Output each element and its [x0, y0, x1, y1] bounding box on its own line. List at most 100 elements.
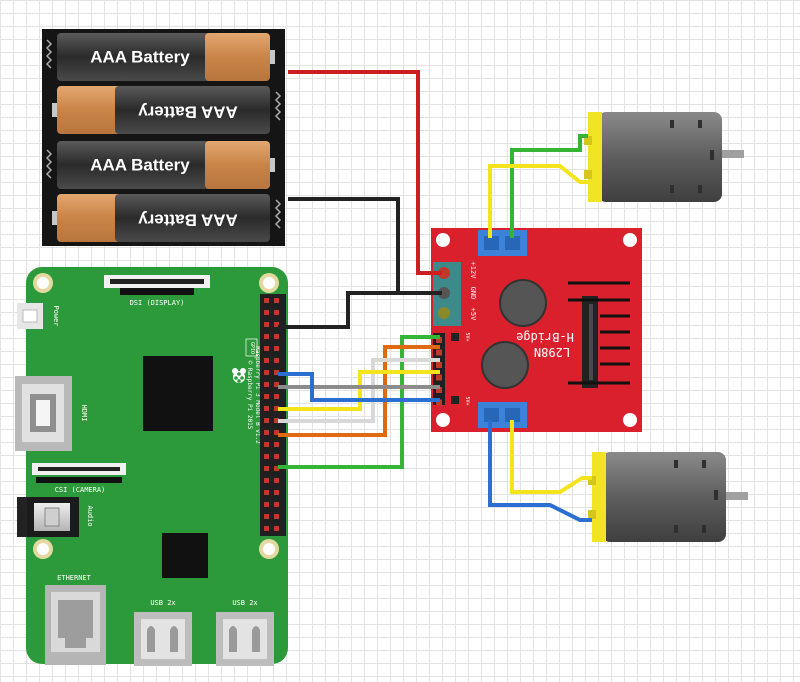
motor-b-shaft: [722, 492, 748, 500]
gpio-pin: [274, 346, 279, 351]
usb-controller-chip: [162, 533, 208, 578]
pi-pcb: [26, 267, 288, 664]
gpio-pin: [274, 478, 279, 483]
wire-battery-positive: [288, 70, 442, 275]
motor-b: [588, 452, 748, 542]
pi-model-line-1: Raspberry Pi 3 Model B v1.2: [254, 346, 261, 444]
gpio-label: GPIO: [249, 342, 255, 354]
gpio-pin: [264, 370, 269, 375]
hbridge-input-pin: [436, 337, 442, 343]
raspberry-logo: [232, 368, 246, 383]
hdmi-label: HDMI: [80, 405, 88, 422]
motor-a-endcap: [588, 112, 602, 202]
audio-label: Audio: [86, 505, 94, 526]
gpio-pin: [274, 454, 279, 459]
csi-label: CSI (CAMERA): [55, 486, 106, 494]
motor-a-terminal: [478, 230, 527, 256]
wire-motor-b-yellow: [510, 420, 592, 494]
gpio-pin: [264, 418, 269, 423]
battery-cell-4: AAA Battery: [52, 194, 270, 242]
l298n-heatsink: [568, 281, 630, 388]
motor-b-terminal: [478, 402, 527, 428]
audio-jack: Audio: [17, 497, 94, 537]
gpio-pin: [274, 490, 279, 495]
battery-label: AAA Battery: [138, 211, 238, 230]
gpio-pin: [264, 502, 269, 507]
wire-signal-white: [278, 358, 440, 423]
gpio-pin: [264, 526, 269, 531]
pin-5v-label: +5V: [469, 308, 477, 321]
gpio-pin: [264, 478, 269, 483]
ethernet-label: ETHERNET: [57, 574, 92, 582]
wire-pi-ground: [278, 291, 442, 329]
gpio-pin: [274, 370, 279, 375]
hbridge-input-pin: [436, 349, 442, 356]
capacitor-1: [499, 279, 547, 327]
gpio-pin: [264, 346, 269, 351]
motor-a-body: [598, 112, 722, 202]
motor-b-body: [602, 452, 726, 542]
ethernet-port: ETHERNET: [45, 574, 106, 665]
gpio-pin: [264, 454, 269, 459]
gpio-pin: [264, 322, 269, 327]
gpio-pin: [264, 466, 269, 471]
gpio-pin: [264, 310, 269, 315]
battery-cell-2: AAA Battery: [52, 86, 270, 134]
gpio-pin: [264, 514, 269, 519]
gpio-header: [260, 294, 286, 536]
gpio-pin: [264, 442, 269, 447]
pi-model-line-2: © Raspberry Pi 2015: [246, 361, 253, 430]
hbridge-chip-label: L298N: [534, 345, 570, 359]
wires: [278, 70, 592, 522]
wire-motor-a-yellow: [488, 164, 588, 238]
battery-cell-1: AAA Battery: [57, 33, 275, 81]
hbridge-board-label: H-Bridge: [516, 330, 574, 344]
usb-port-2: USB 2x: [216, 599, 274, 666]
gpio-pin: [274, 430, 279, 435]
hbridge-board: +12V GND +5V H-Bridge L298N: [431, 228, 642, 432]
pin-5v-b-label: 5V+: [464, 396, 470, 405]
gpio-pin: [264, 394, 269, 399]
motor-b-endcap: [592, 452, 606, 542]
battery-label: AAA Battery: [90, 47, 190, 66]
gpio-pin: [274, 334, 279, 339]
gpio-pin: [274, 418, 279, 423]
gpio-pin: [274, 526, 279, 531]
motor-a-shaft: [718, 150, 744, 158]
gpio-pin: [264, 382, 269, 387]
battery-cell-3: AAA Battery: [57, 141, 275, 189]
battery-label: AAA Battery: [138, 103, 238, 122]
hbridge-input-pins: [436, 337, 442, 406]
gpio-pin: [274, 406, 279, 411]
hbridge-input-pin: [436, 387, 442, 393]
gpio-pin: [274, 298, 279, 303]
gpio-pin: [264, 406, 269, 411]
wire-signal-orange: [278, 345, 440, 437]
battery-pack: AAA Battery AAA Battery AAA Battery AAA …: [42, 29, 285, 246]
gpio-pin: [274, 382, 279, 387]
hbridge-input-pin: [436, 399, 442, 406]
raspberry-pi-board: DSI (DISPLAY) Power HDMI CSI (CAMERA): [15, 267, 288, 666]
gpio-pin: [274, 466, 279, 471]
pin-12v-label: +12V: [469, 262, 477, 280]
gpio-pin: [274, 310, 279, 315]
battery-springs: [45, 39, 282, 229]
power-connector: Power: [17, 303, 60, 329]
gpio-pin: [274, 502, 279, 507]
hbridge-pcb: [431, 228, 642, 432]
gpio-pins: [264, 298, 279, 531]
power-label: Power: [52, 305, 60, 326]
gpio-pin: [274, 442, 279, 447]
usb1-label: USB 2x: [150, 599, 175, 607]
gpio-pin: [274, 394, 279, 399]
pin-gnd-label: GND: [469, 287, 477, 300]
gpio-pin: [264, 490, 269, 495]
wire-signal-blue: [278, 372, 440, 402]
capacitor-2: [481, 341, 529, 389]
hbridge-input-pin: [436, 374, 442, 381]
battery-label: AAA Battery: [90, 155, 190, 174]
gpio-pin: [264, 358, 269, 363]
usb2-label: USB 2x: [232, 599, 257, 607]
gpio-pin: [264, 334, 269, 339]
